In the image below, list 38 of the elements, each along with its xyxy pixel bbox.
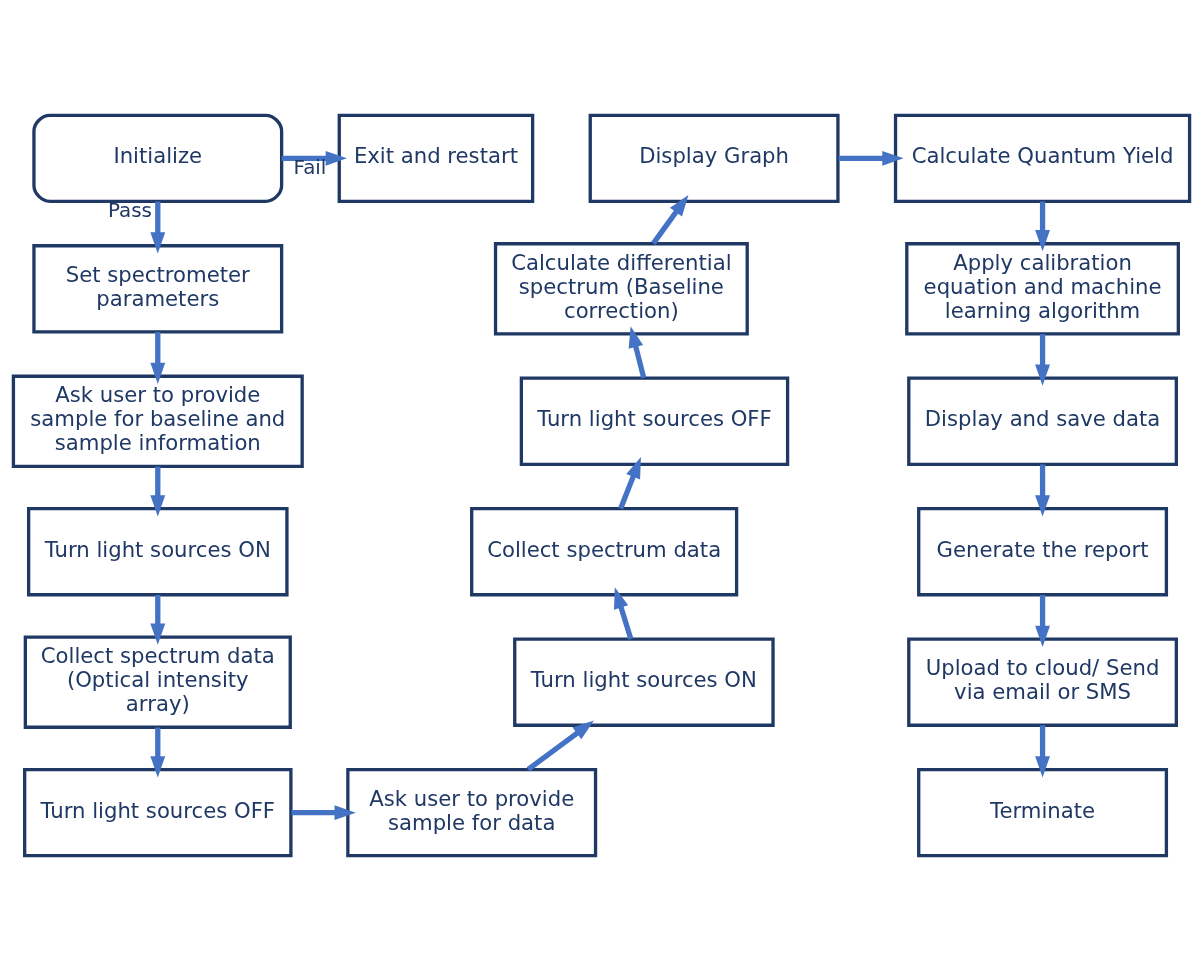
node-box: Display Graph bbox=[588, 113, 840, 204]
arrow bbox=[838, 150, 904, 166]
arrow bbox=[618, 456, 641, 510]
node-box: Turn light sources OFF bbox=[519, 376, 790, 466]
arrow bbox=[150, 594, 166, 645]
node-box: Calculate differential spectrum (Baseline correction) bbox=[493, 242, 749, 336]
node-box: Collect spectrum data bbox=[470, 507, 739, 597]
node-box: Ask user to provide sample for baseline and sample information bbox=[11, 374, 304, 468]
node-box: Turn light sources OFF bbox=[23, 767, 293, 858]
node-box: Generate the report bbox=[917, 507, 1169, 597]
arrow bbox=[281, 150, 347, 166]
node-box: Initialize bbox=[32, 113, 284, 204]
node-box: Ask user to provide sample for data bbox=[346, 767, 598, 858]
arrow bbox=[150, 201, 166, 254]
node-box: Turn light sources ON bbox=[27, 507, 289, 597]
node-box: Upload to cloud/ Send via email or SMS bbox=[907, 637, 1178, 727]
arrow bbox=[1035, 594, 1050, 647]
node-box: Set spectrometer parameters bbox=[32, 244, 284, 334]
node-box: Turn light sources ON bbox=[513, 637, 775, 727]
arrow bbox=[1035, 725, 1050, 778]
arrow bbox=[526, 720, 594, 772]
arrow bbox=[150, 466, 166, 517]
node-box: Exit and restart bbox=[337, 113, 535, 204]
node-box: Collect spectrum data (Optical intensity array) bbox=[23, 635, 292, 729]
node-box: Apply calibration equation and machine learning algorithm bbox=[905, 242, 1180, 336]
arrow bbox=[1035, 201, 1050, 252]
arrow bbox=[628, 326, 647, 379]
arrow bbox=[291, 805, 356, 821]
edge-label: Fail bbox=[293, 156, 327, 180]
arrow bbox=[1035, 464, 1050, 517]
arrow bbox=[150, 331, 166, 384]
arrow bbox=[150, 727, 166, 778]
node-box: Display and save data bbox=[907, 376, 1178, 466]
node-box: Terminate bbox=[917, 767, 1169, 858]
arrow bbox=[1035, 334, 1050, 386]
node-box: Calculate Quantum Yield bbox=[893, 113, 1192, 204]
arrow bbox=[613, 587, 634, 640]
arrow bbox=[651, 195, 689, 245]
